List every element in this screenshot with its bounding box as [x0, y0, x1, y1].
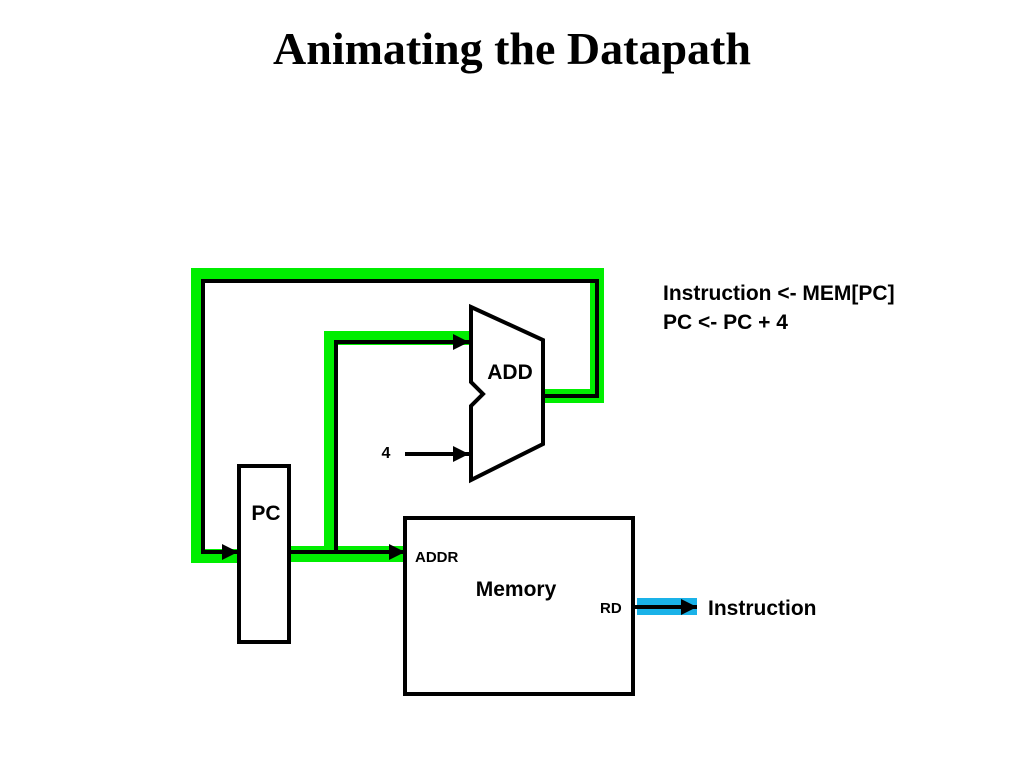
constant-four-label: 4 [382, 445, 391, 462]
wires [201, 279, 697, 615]
memory-rd-port-label: RD [600, 600, 622, 617]
pc-label: PC [251, 502, 280, 525]
rtl-note-pc-increment: PC <- PC + 4 [663, 311, 788, 334]
memory-addr-port-label: ADDR [415, 549, 458, 566]
instruction-output-label: Instruction [708, 597, 817, 620]
adder-block [469, 303, 545, 484]
memory-label: Memory [476, 578, 557, 601]
rtl-note-instruction-fetch: Instruction <- MEM[PC] [663, 282, 895, 305]
pc-register [237, 464, 291, 644]
rtl-notes: Instruction <- MEM[PC] PC <- PC + 4 [663, 279, 895, 337]
memory-block [403, 516, 635, 696]
wire-pc-to-adder [334, 334, 469, 552]
highlight-pc-to-adder-path [324, 331, 469, 554]
adder-label: ADD [487, 361, 533, 384]
slide-title: Animating the Datapath [273, 23, 751, 74]
wire-adder-to-pc [201, 279, 599, 560]
